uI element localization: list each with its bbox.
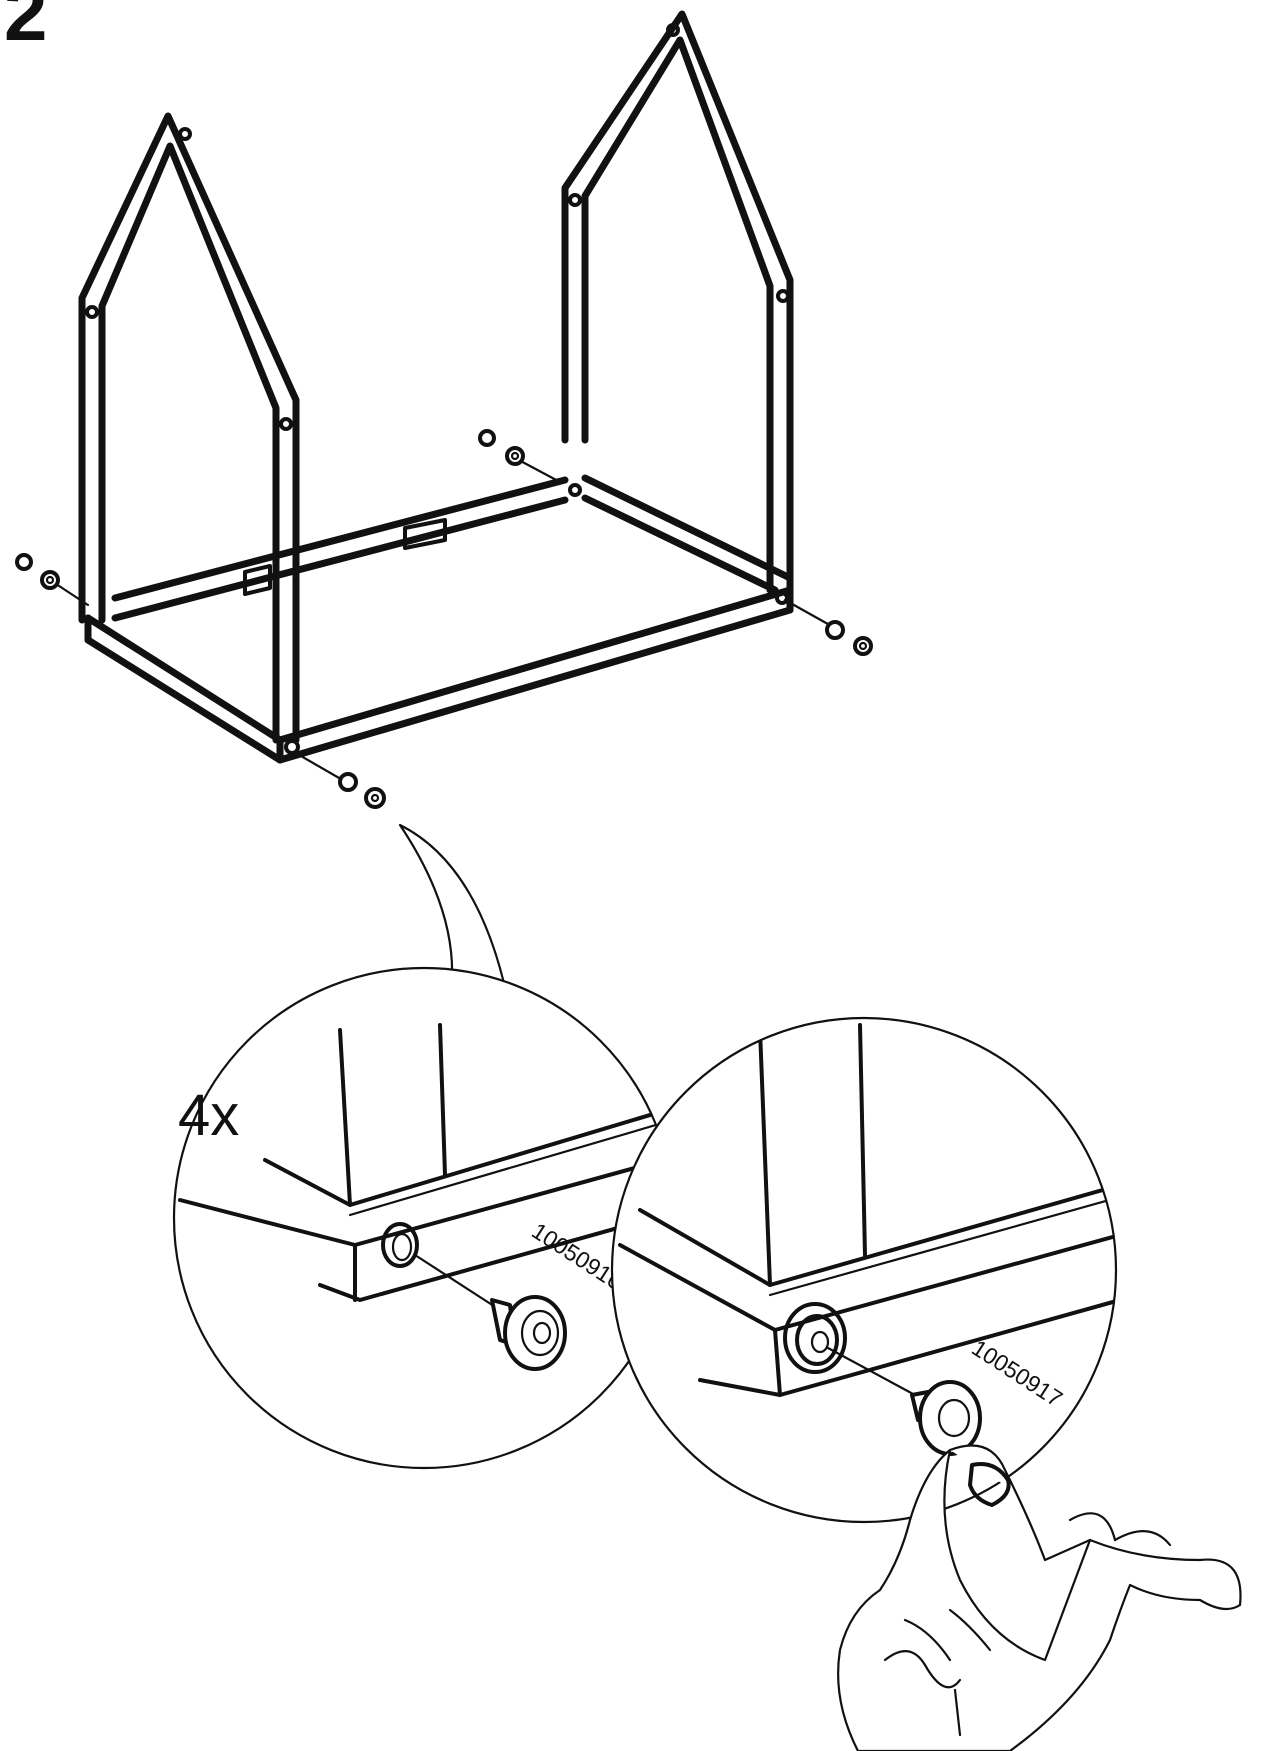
step-number: 2 [4,0,47,57]
quantity-label: 4x [178,1083,239,1148]
fastener-right [783,598,873,656]
fastener-back [478,429,562,484]
fastener-left [15,553,90,607]
fastener-group [15,429,873,809]
bed-frame [78,10,794,764]
bolt-icon [910,1380,982,1456]
detail-circle-right: 10050917 [610,1016,1118,1524]
back-end-frame [561,10,794,594]
hand-icon [837,1444,1242,1751]
fastener-front [292,750,386,809]
front-end-frame [78,112,300,744]
screw-icon [490,1295,567,1371]
back-rail [111,474,794,622]
detail-circle-left: 10050916 [172,966,676,1470]
front-rail [84,586,794,764]
